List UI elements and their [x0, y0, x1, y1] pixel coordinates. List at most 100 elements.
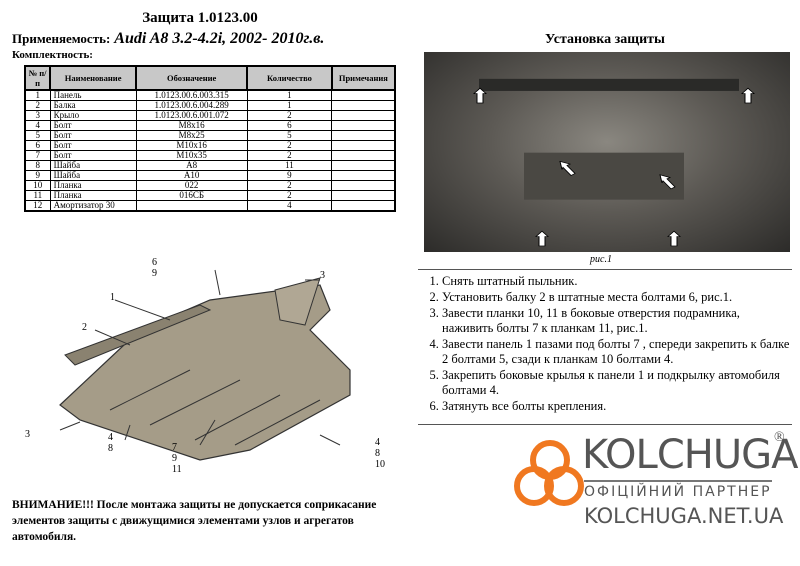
- column-header: Наименование: [49, 65, 138, 91]
- doc-title: Защита 1.0123.00: [142, 10, 258, 26]
- arrow-icon: [659, 174, 676, 190]
- step-item: Снять штатный пыльник.: [442, 274, 792, 289]
- kit-label: Комплектность:: [12, 49, 93, 61]
- logo-url: KOLCHUGA.NET.UA: [584, 504, 784, 528]
- table-cell: 1: [246, 100, 333, 111]
- step-item: Завести планки 10, 11 в боковые отверсти…: [442, 306, 792, 336]
- arrow-icon: [667, 230, 681, 247]
- step-item: Установить балку 2 в штатные места болта…: [442, 290, 792, 305]
- column-header: Примечания: [330, 65, 397, 91]
- applicability-label: Применяемость:: [12, 31, 111, 46]
- table-cell: 8: [24, 160, 51, 171]
- rings-icon: [514, 440, 584, 506]
- table-cell: M8x16: [135, 120, 248, 131]
- step-item: Закрепить боковые крылья к панели 1 и по…: [442, 368, 792, 398]
- photo-caption: рис.1: [590, 254, 612, 265]
- callout-label: 3: [320, 270, 325, 281]
- table-cell: 7: [24, 150, 51, 161]
- table-cell: 3: [24, 110, 51, 121]
- callout-label: 1: [110, 292, 115, 303]
- table-cell: [135, 200, 248, 212]
- step-item: Затянуть все болты крепления.: [442, 399, 792, 414]
- divider: [418, 269, 792, 270]
- warning-text: ВНИМАНИЕ!!! После монтажа защиты не допу…: [12, 499, 377, 543]
- table-cell: 4: [24, 120, 51, 131]
- installation-steps: Снять штатный пыльник.Установить балку 2…: [418, 274, 792, 415]
- table-cell: 10: [24, 180, 51, 191]
- logo-name: KOLCHUGA: [582, 432, 798, 478]
- table-cell: 2: [246, 180, 333, 191]
- table-cell: M10x35: [135, 150, 248, 161]
- table-cell: 5: [246, 130, 333, 141]
- table-cell: 1.0123.00.6.003.315: [135, 89, 248, 101]
- table-cell: Планка: [49, 190, 137, 201]
- table-cell: Балка: [49, 100, 137, 111]
- callout-label: 4: [375, 437, 380, 448]
- table-cell: 2: [246, 140, 333, 151]
- logo-partner: ОФІЦІЙНИЙ ПАРТНЕР: [584, 480, 772, 501]
- callout-label: 9: [152, 268, 157, 279]
- table-cell: [331, 200, 396, 212]
- table-cell: Болт: [49, 150, 137, 161]
- callout-label: 2: [82, 322, 87, 333]
- table-cell: [331, 120, 396, 131]
- table-cell: 9: [246, 170, 333, 181]
- applicability-value: Audi A8 3.2-4.2i, 2002- 2010г.в.: [114, 30, 325, 47]
- table-cell: [331, 190, 396, 201]
- callout-label: 6: [152, 257, 157, 268]
- callout-label: 7: [172, 442, 177, 453]
- table-cell: 11: [246, 160, 333, 171]
- protection-panel: [59, 284, 351, 461]
- table-cell: 2: [246, 150, 333, 161]
- table-cell: A10: [135, 170, 248, 181]
- table-cell: A8: [135, 160, 248, 171]
- table-cell: 6: [24, 140, 51, 151]
- callout-label: 10: [375, 459, 385, 470]
- table-cell: Панель: [49, 89, 137, 101]
- arrow-icon: [535, 230, 549, 247]
- callout-label: 8: [108, 443, 113, 454]
- callout-label: 11: [172, 464, 182, 475]
- table-cell: [331, 100, 396, 111]
- applicability: Применяемость:Audi A8 3.2-4.2i, 2002- 20…: [12, 30, 324, 48]
- side-wing: [274, 277, 321, 326]
- table-cell: [331, 89, 396, 101]
- table-cell: Шайба: [49, 160, 137, 171]
- kolchuga-logo: KOLCHUGA ® ОФІЦІЙНИЙ ПАРТНЕР KOLCHUGA.NE…: [512, 430, 800, 530]
- table-cell: Шайба: [49, 170, 137, 181]
- table-cell: 1.0123.00.6.001.072: [135, 110, 248, 121]
- table-cell: 1: [24, 89, 51, 101]
- table-cell: 2: [246, 110, 333, 121]
- registered-mark: ®: [774, 430, 785, 445]
- table-cell: 9: [24, 170, 51, 181]
- table-cell: [331, 150, 396, 161]
- table-cell: Болт: [49, 130, 137, 141]
- table-cell: [331, 170, 396, 181]
- installation-photo: [424, 52, 790, 252]
- column-header: Обозначение: [135, 65, 249, 91]
- table-cell: [331, 140, 396, 151]
- table-cell: Болт: [49, 120, 137, 131]
- table-cell: 016СБ: [135, 190, 248, 201]
- arrow-icon: [559, 160, 576, 176]
- divider: [418, 424, 792, 425]
- column-header: Количество: [246, 65, 333, 91]
- callout-label: 4: [108, 432, 113, 443]
- table-cell: M10x16: [135, 140, 248, 151]
- callout-label: 8: [375, 448, 380, 459]
- callout-label: 3: [25, 429, 30, 440]
